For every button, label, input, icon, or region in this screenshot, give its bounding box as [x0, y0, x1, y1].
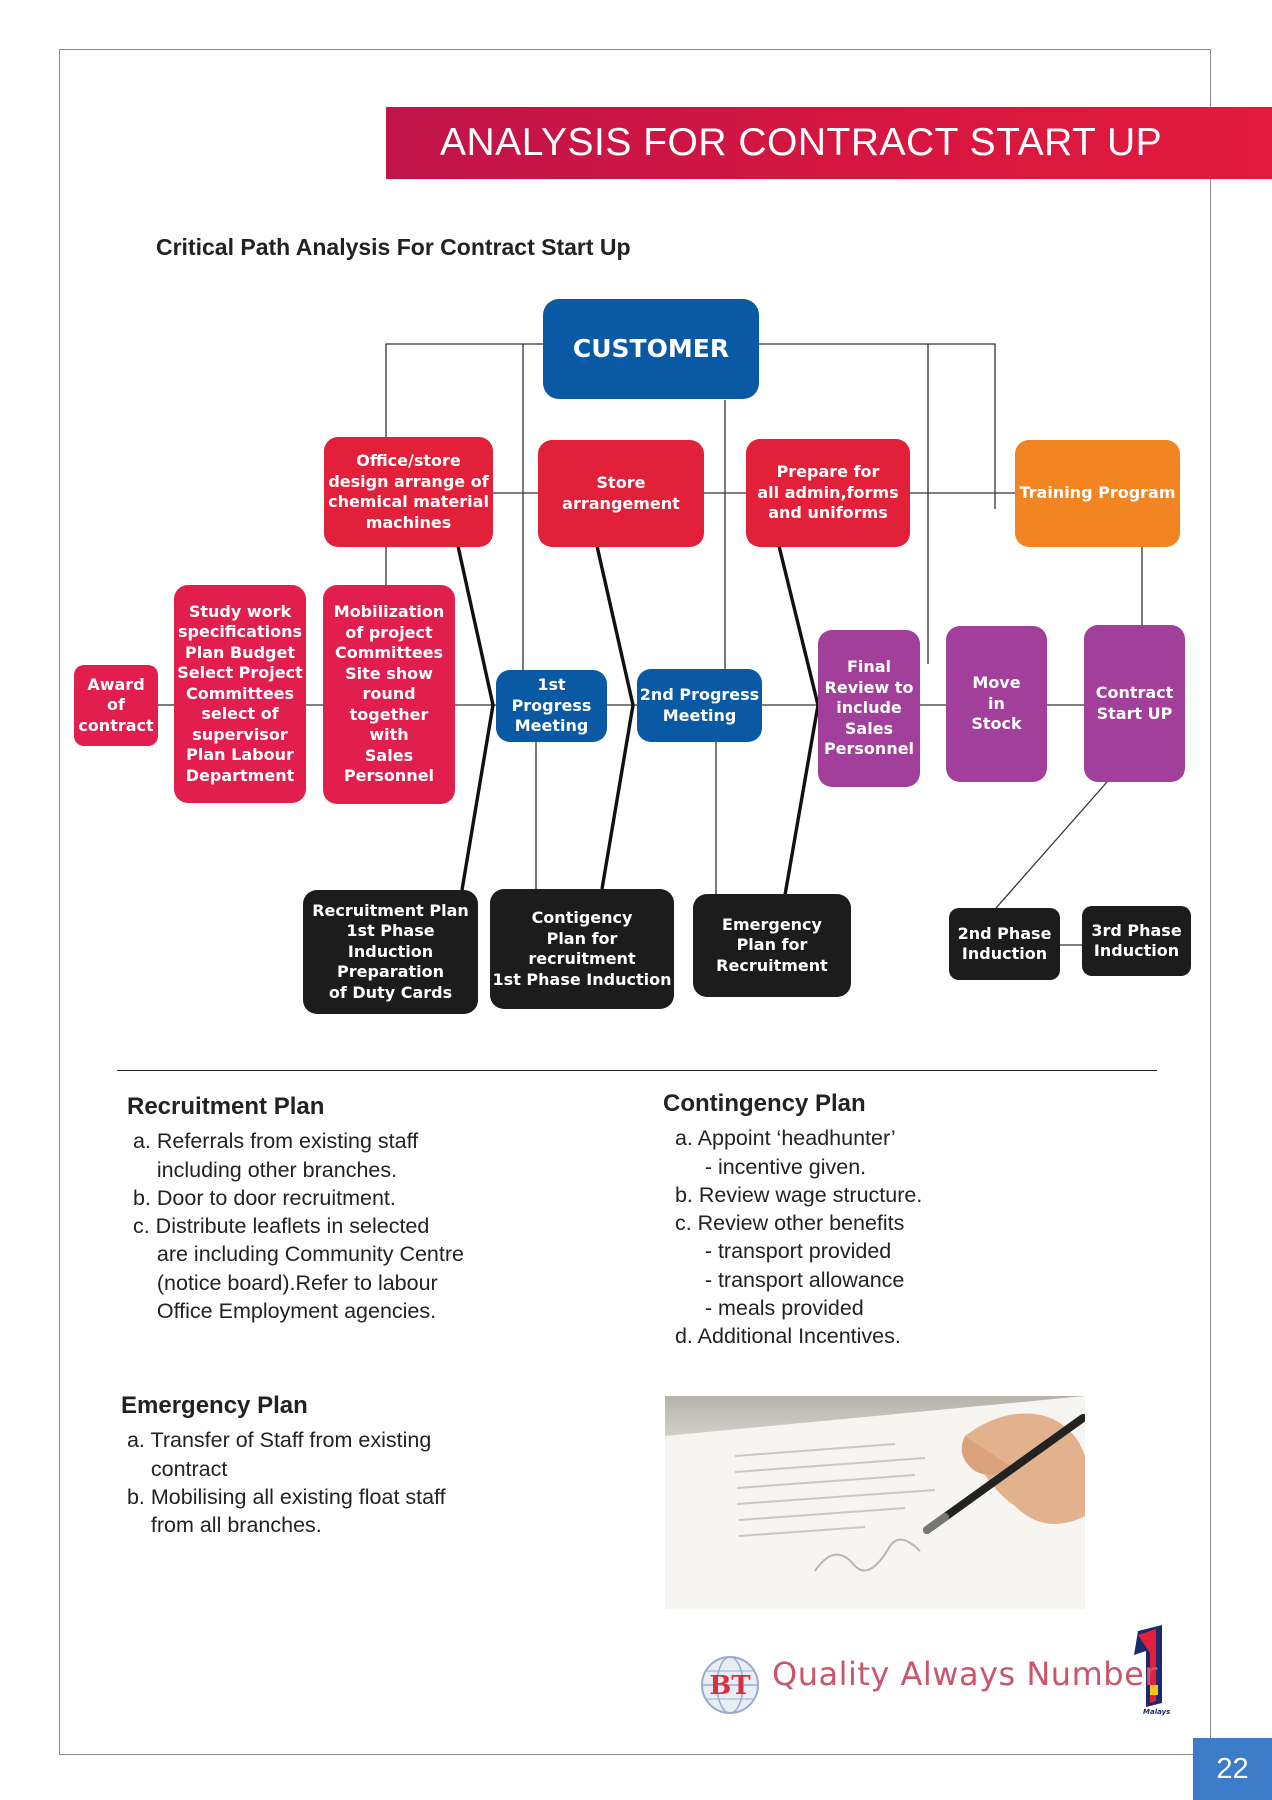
recruitment-plan-section: Recruitment Plan a. Referrals from exist… — [127, 1093, 464, 1325]
recruitment-item: are including Community Centre — [127, 1242, 464, 1267]
progress-meeting-1-node: 1st Progress Meeting — [496, 670, 607, 742]
title-banner: ANALYSIS FOR CONTRACT START UP — [386, 107, 1272, 179]
award-of-contract-node: Award of contract — [74, 665, 158, 746]
company-logo: BT Malaysia Quality Always Number — [698, 1625, 1170, 1717]
contingency-item: c. Review other benefits — [663, 1211, 905, 1236]
page-title: ANALYSIS FOR CONTRACT START UP — [440, 121, 1163, 164]
contingency-item: - incentive given. — [663, 1154, 867, 1179]
emergency-plan-node: Emergency Plan for Recruitment — [693, 894, 851, 997]
page-number: 22 — [1193, 1738, 1272, 1800]
recruitment-plan-heading: Recruitment Plan — [127, 1093, 325, 1120]
study-work-node: Study work specifications Plan Budget Se… — [174, 585, 306, 803]
recruitment-item: c. Distribute leaflets in selected — [127, 1214, 430, 1239]
office-store-node: Office/store design arrange of chemical … — [324, 437, 493, 547]
contingency-item: - transport provided — [663, 1239, 892, 1264]
emergency-plan-section: Emergency Plan a. Transfer of Staff from… — [121, 1392, 446, 1539]
contingency-plan-section: Contingency Plan a. Appoint ‘headhunter’… — [663, 1090, 922, 1351]
emergency-item: a. Transfer of Staff from existing — [121, 1428, 432, 1453]
phase-3-induction-node: 3rd Phase Induction — [1082, 906, 1191, 976]
logo-letters: BT — [709, 1671, 751, 1701]
contingency-item: d. Additional Incentives. — [663, 1324, 901, 1349]
contingency-plan-heading: Contingency Plan — [663, 1090, 866, 1117]
slogan-text: Quality Always Number — [772, 1655, 1158, 1693]
recruitment-item: including other branches. — [127, 1157, 398, 1182]
contingency-plan-node: Contigency Plan for recruitment 1st Phas… — [490, 889, 674, 1009]
emergency-item: from all branches. — [121, 1513, 322, 1538]
phase-2-induction-node: 2nd Phase Induction — [949, 908, 1060, 980]
contingency-item: b. Review wage structure. — [663, 1182, 923, 1207]
contract-start-up-node: Contract Start UP — [1084, 625, 1185, 782]
recruitment-item: b. Door to door recruitment. — [127, 1185, 396, 1210]
progress-meeting-2-node: 2nd Progress Meeting — [637, 669, 762, 742]
recruitment-item: (notice board).Refer to labour — [127, 1270, 438, 1295]
final-review-node: Final Review to include Sales Personnel — [818, 630, 920, 787]
page-frame — [59, 49, 1211, 1755]
recruitment-plan-node: Recruitment Plan 1st Phase Induction Pre… — [303, 890, 478, 1014]
signing-contract-photo — [665, 1396, 1085, 1609]
section-divider — [117, 1070, 1157, 1071]
emergency-item: b. Mobilising all existing float staff — [121, 1484, 446, 1509]
emergency-plan-heading: Emergency Plan — [121, 1392, 308, 1419]
customer-node: CUSTOMER — [543, 299, 759, 399]
logo-graphic: BT Malaysia — [701, 1625, 1170, 1716]
recruitment-item: Office Employment agencies. — [127, 1299, 437, 1324]
mobilization-node: Mobilization of project Committees Site … — [323, 585, 455, 804]
emergency-item: contract — [121, 1456, 228, 1481]
contingency-item: - meals provided — [663, 1296, 864, 1321]
move-in-stock-node: Move in Stock — [946, 626, 1047, 782]
diagram-title: Critical Path Analysis For Contract Star… — [156, 234, 631, 260]
logo-country: Malaysia — [1143, 1708, 1170, 1716]
training-program-node: Training Program — [1015, 440, 1180, 547]
contingency-item: a. Appoint ‘headhunter’ — [663, 1126, 896, 1151]
signing-hand-illustration — [665, 1396, 1085, 1609]
store-arrangement-node: Store arrangement — [538, 440, 704, 547]
contingency-item: - transport allowance — [663, 1267, 905, 1292]
recruitment-item: a. Referrals from existing staff — [127, 1129, 419, 1154]
prepare-admin-node: Prepare for all admin,forms and uniforms — [746, 439, 910, 547]
